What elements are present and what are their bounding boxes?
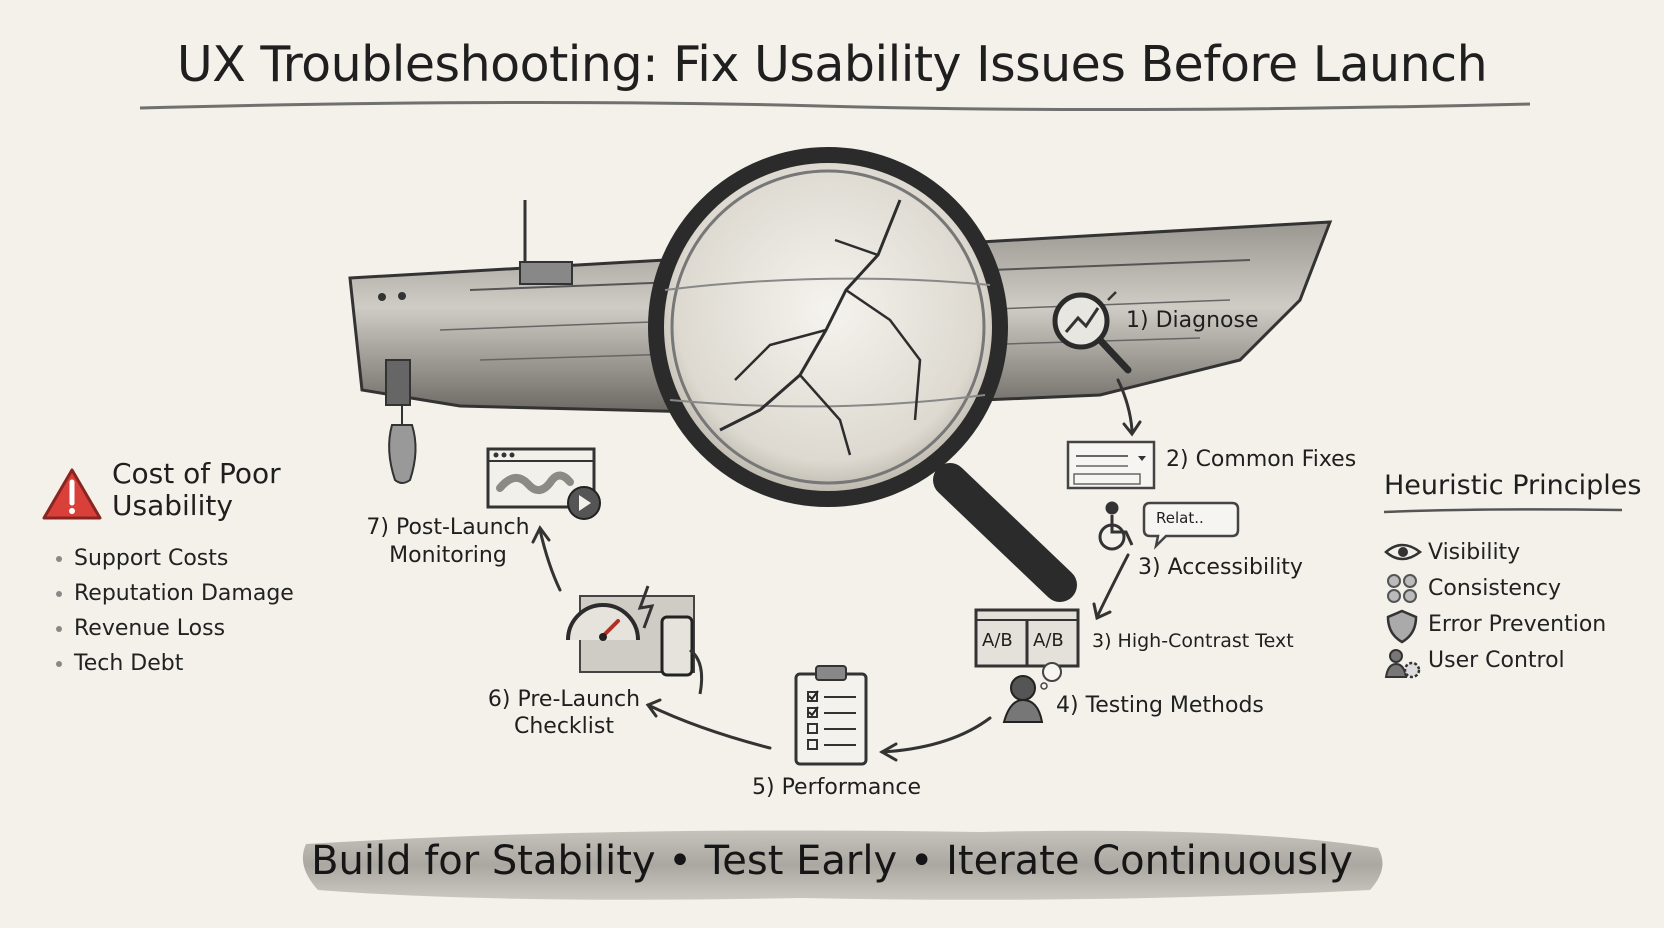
step-pre-launch-line2: Checklist (514, 714, 614, 739)
step-accessibility-label: 3) Accessibility (1138, 555, 1303, 580)
shield-icon (1386, 609, 1418, 644)
principle-error-prevention: Error Prevention (1428, 612, 1607, 637)
user-testing-person-icon (1002, 662, 1062, 723)
list-item: Support Costs (52, 541, 294, 576)
step-testing-methods-label: 4) Testing Methods (1056, 693, 1264, 718)
title-underline (139, 100, 1531, 112)
eye-icon (1384, 543, 1423, 561)
list-item: Error Prevention (1384, 607, 1606, 643)
step-high-contrast-label: 3) High-Contrast Text (1092, 630, 1294, 652)
step-common-fixes-label: 2) Common Fixes (1166, 447, 1357, 472)
heuristics-heading: Heuristic Principles (1384, 470, 1642, 501)
step-pre-launch-label: 6) Pre-Launch Checklist (474, 686, 654, 740)
ab-variant-b: A/B (1033, 630, 1064, 651)
diagnose-magnifier-icon (1052, 291, 1132, 374)
list-item: Consistency (1384, 571, 1606, 607)
principle-user-control: User Control (1428, 648, 1565, 673)
bottom-banner-text: Build for Stability • Test Early • Itera… (311, 838, 1353, 884)
magnifying-glass-illustration (648, 147, 1077, 602)
checklist-clipboard-icon (794, 665, 868, 766)
form-dropdown-icon (1066, 440, 1156, 490)
monitoring-window-icon (486, 447, 601, 520)
speech-bubble-text: Relat.. (1156, 509, 1204, 527)
page-title: UX Troubleshooting: Fix Usability Issues… (176, 36, 1488, 93)
speedometer-phone-icon (566, 585, 704, 695)
step-post-launch-line2: Monitoring (389, 543, 507, 568)
list-item: Tech Debt (52, 646, 294, 681)
list-item: Reputation Damage (52, 576, 294, 611)
step-post-launch-label: 7) Post-Launch Monitoring (358, 514, 538, 570)
ab-test-panel (974, 608, 1080, 668)
cost-heading: Cost of Poor Usability (112, 457, 281, 522)
speech-bubble-icon (1142, 501, 1240, 550)
principle-consistency: Consistency (1428, 576, 1562, 601)
warning-icon (42, 468, 102, 520)
four-dots-icon (1387, 574, 1417, 603)
cost-list: Support Costs Reputation Damage Revenue … (52, 541, 294, 681)
wheelchair-icon (1098, 501, 1134, 551)
list-item: User Control (1384, 643, 1606, 679)
list-item: Visibility (1384, 535, 1606, 571)
banner-brushstroke (302, 830, 1383, 900)
ab-variant-a: A/B (982, 630, 1013, 651)
step-post-launch-line1: 7) Post-Launch (366, 515, 530, 540)
step-pre-launch-line1: 6) Pre-Launch (487, 687, 641, 712)
step-performance-label: 5) Performance (752, 775, 921, 800)
step-diagnose-label: 1) Diagnose (1126, 308, 1259, 333)
user-gear-icon (1384, 649, 1421, 679)
principle-visibility: Visibility (1428, 540, 1521, 565)
cycle-arrows (531, 378, 1142, 762)
heuristics-underline (1383, 508, 1623, 514)
list-item: Revenue Loss (52, 611, 294, 646)
heuristics-list: Visibility Consistency Error Prevention … (1384, 535, 1606, 679)
